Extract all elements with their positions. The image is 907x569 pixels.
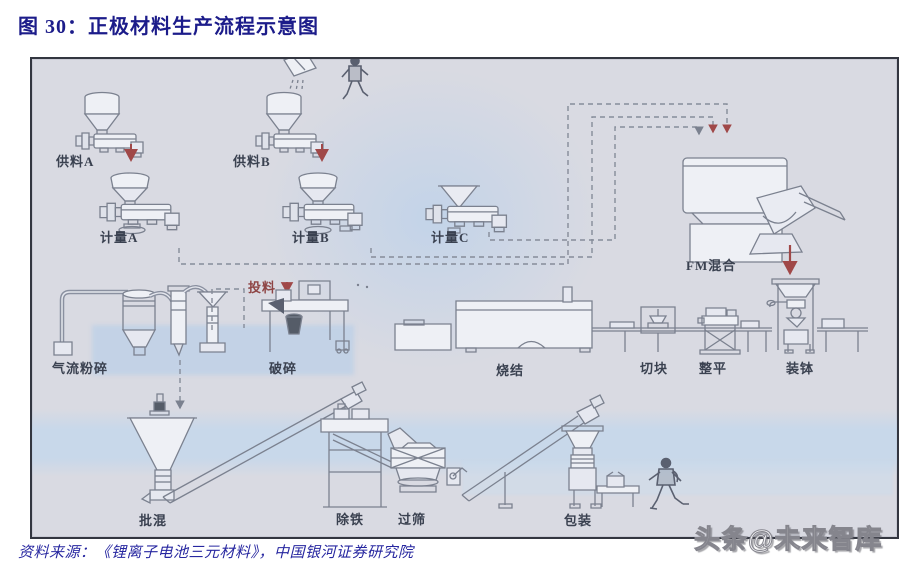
label-cut: 切块 [640,361,669,376]
feed-a-machine [75,91,144,158]
toutiao-watermark: 头条@未来智库 [694,524,883,555]
dashed-route-meter-a [179,104,732,264]
worker-bottom-figure [649,459,689,510]
source-prefix: 资料来源： [18,545,96,561]
label-feed-a: 供料A [56,154,95,169]
feed-b-machine [255,91,324,158]
leveler-machine [698,308,740,354]
worker-top-figure [342,59,368,99]
dashed-route-meter-b [371,117,718,257]
label-de-iron: 除铁 [336,512,365,527]
label-meter-c: 计量C [431,230,470,245]
label-sinter: 烧结 [496,363,525,378]
cutter-machine [641,307,675,352]
incline-conveyor-2 [462,395,604,508]
label-jet-mill: 气流粉碎 [52,361,109,376]
batch-mixer-machine [127,394,197,503]
jet-mill-machine [54,286,228,355]
bag-pour-illustration [284,59,316,91]
figure-title: 图 30：正极材料生产流程示意图 [18,16,319,38]
meter-a-machine [99,172,180,234]
dashed-route-feeding [212,289,244,330]
label-sieve: 过筛 [398,512,427,527]
dashed-route-meter-c [489,126,704,240]
process-flow-illustration [32,59,893,533]
incline-conveyor-1 [163,382,366,503]
label-crush: 破碎 [269,361,298,376]
label-feeding: 投料 [248,280,277,295]
label-level: 整平 [699,361,728,376]
label-meter-a: 计量A [100,230,139,245]
sagger-loader-machine [767,279,819,353]
meter-c-machine [425,186,508,233]
sieve-machine [388,428,467,492]
sinter-furnace-machine [395,287,592,352]
label-feed-b: 供料B [233,154,271,169]
label-sagger: 装钵 [786,361,815,376]
iron-remover-machine [321,404,396,507]
label-meter-b: 计量B [292,230,330,245]
label-batch-mix: 批混 [139,513,168,528]
source-text: 《锂离子电池三元材料》，中国银河证券研究院 [95,545,414,561]
crusher-machine [262,281,349,353]
label-fm-mix: FM混合 [686,258,737,273]
conveyor-line [592,319,868,352]
source-line: 资料来源：《锂离子电池三元材料》，中国银河证券研究院 [18,541,414,562]
packer-machine [562,426,639,508]
diagram-panel: 供料A 供料B 计量A 计量B 计量C FM混合 气流粉碎 投料 破碎 烧结 切… [30,57,899,539]
meter-b-machine [282,172,363,234]
fm-mixer-machine [683,158,845,262]
label-pack: 包装 [564,513,593,528]
